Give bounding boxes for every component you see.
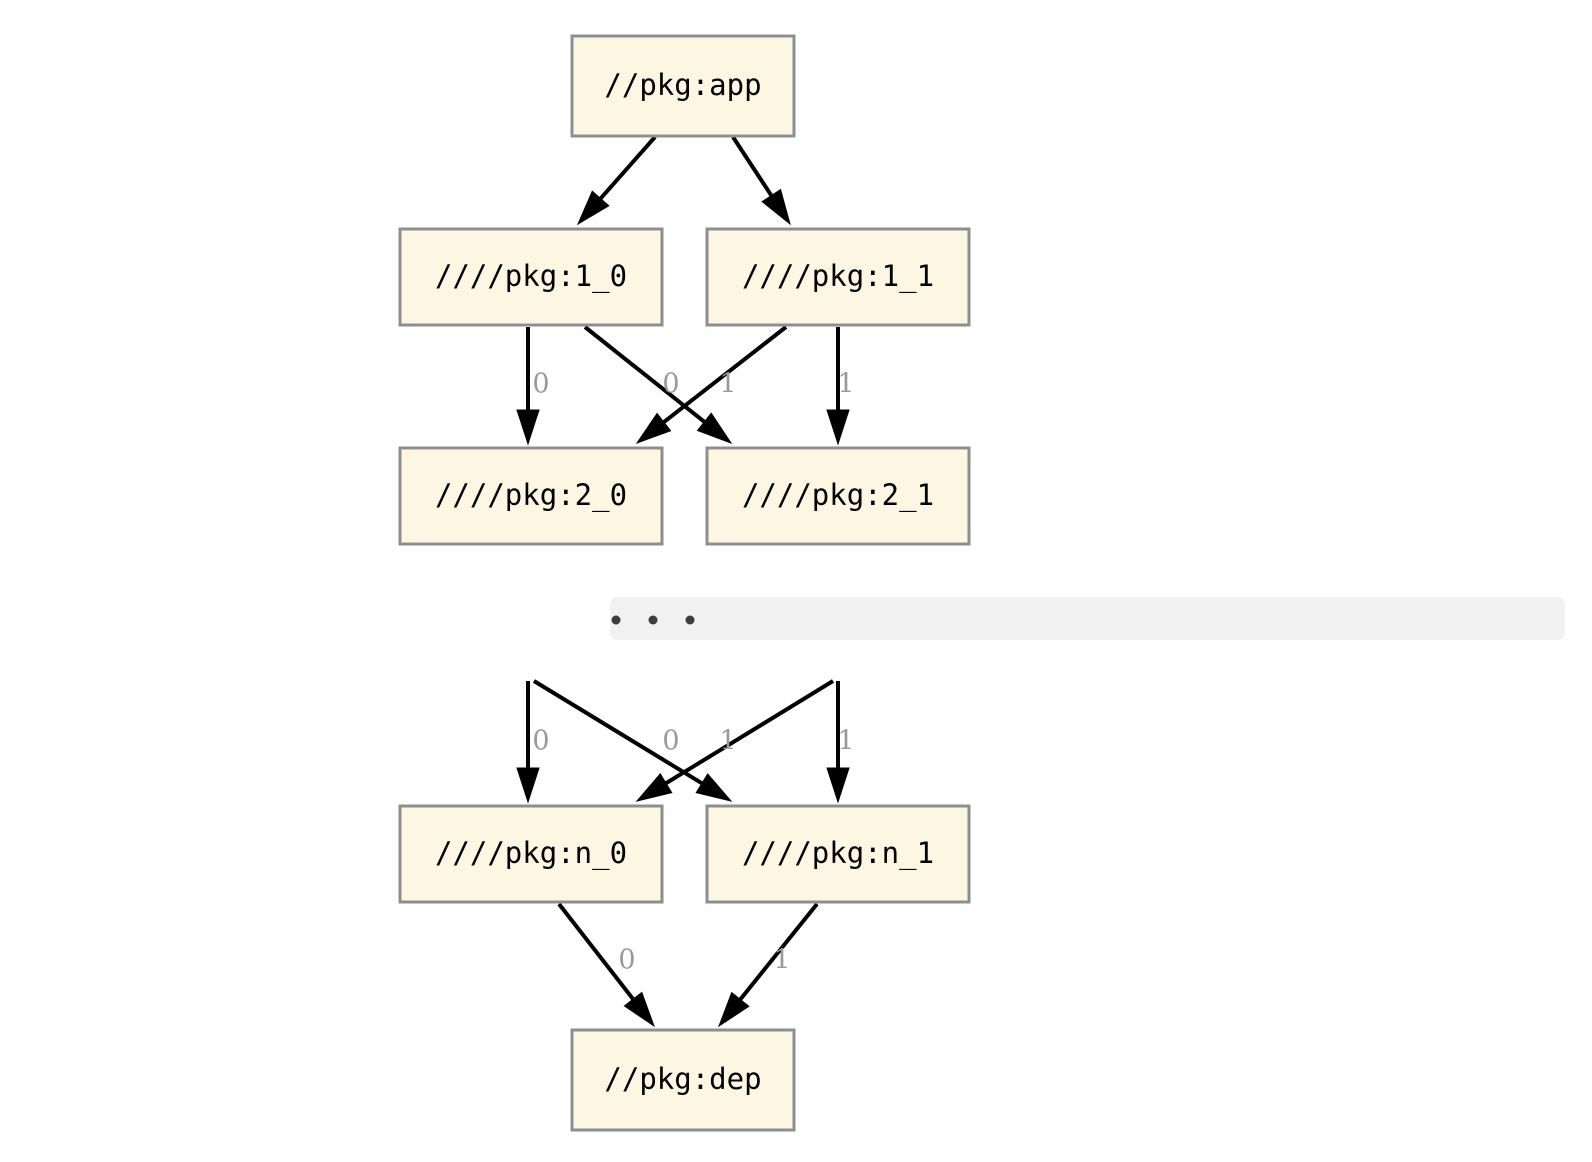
edge-line xyxy=(734,902,819,1006)
edge-label-dots-to-n_1: 0 xyxy=(662,726,679,757)
node-box-ln_1[interactable] xyxy=(705,804,971,904)
edges-layer xyxy=(516,135,850,1028)
edge-label-n_0-to-dep: 0 xyxy=(618,945,635,976)
edge-line xyxy=(557,902,639,1006)
edge-dots2-to-n_1[interactable] xyxy=(826,681,850,804)
edge-label-n_1-to-dep: 1 xyxy=(773,945,790,976)
edge-line xyxy=(731,135,777,202)
edge-dots2-to-n_0[interactable] xyxy=(635,679,835,802)
node-box-l2_1[interactable] xyxy=(705,446,971,546)
edge-line xyxy=(659,679,835,789)
arrowhead-icon xyxy=(635,412,672,444)
node-label-l1_1: ////pkg:1_1 xyxy=(742,259,934,294)
edge-1_1-to-2_1[interactable] xyxy=(826,327,850,446)
arrowhead-icon xyxy=(695,773,733,802)
arrowhead-icon xyxy=(623,991,655,1028)
ellipsis-dot-0 xyxy=(611,615,621,625)
edge-app-to-1_1[interactable] xyxy=(731,135,791,226)
ellipsis-separator xyxy=(610,597,1565,640)
edge-label-dots2-to-n_0: 1 xyxy=(719,726,736,757)
node-label-dep: //pkg:dep xyxy=(604,1062,761,1096)
arrowhead-icon xyxy=(576,190,610,226)
edge-n_1-to-dep[interactable] xyxy=(717,902,819,1028)
node-label-ln_1: ////pkg:n_1 xyxy=(742,836,934,871)
node-dep[interactable]: //pkg:dep xyxy=(570,1028,796,1132)
node-box-l2_0[interactable] xyxy=(398,446,664,546)
edge-line xyxy=(532,679,709,789)
node-box-dep[interactable] xyxy=(570,1028,796,1132)
node-label-app: //pkg:app xyxy=(604,68,761,102)
edge-labels-layer: 0 0 1 1 0 0 1 1 0 1 xyxy=(532,369,854,976)
ellipsis-dot-2 xyxy=(685,615,695,625)
arrowhead-icon xyxy=(516,767,540,804)
edge-1_0-to-2_1[interactable] xyxy=(583,325,733,445)
arrowhead-icon xyxy=(826,767,850,804)
node-box-app[interactable] xyxy=(570,34,796,138)
arrowhead-icon xyxy=(696,412,733,445)
ellipsis-dot-1 xyxy=(648,615,658,625)
node-label-ln_0: ////pkg:n_0 xyxy=(435,836,627,871)
node-box-l1_0[interactable] xyxy=(398,227,664,327)
arrowhead-icon xyxy=(717,991,750,1028)
edge-label-1_1-to-2_1: 1 xyxy=(837,369,854,400)
edge-label-dots2-to-n_1: 1 xyxy=(837,726,854,757)
node-ln_1[interactable]: ////pkg:n_1 xyxy=(705,804,971,904)
ellipsis-band xyxy=(610,597,1565,640)
arrowhead-icon xyxy=(826,409,850,446)
node-l1_1[interactable]: ////pkg:1_1 xyxy=(705,227,971,327)
edge-n_0-to-dep[interactable] xyxy=(557,902,655,1028)
edge-app-to-1_0[interactable] xyxy=(576,135,657,226)
node-l2_0[interactable]: ////pkg:2_0 xyxy=(398,446,664,546)
edge-line xyxy=(595,135,657,205)
node-ln_0[interactable]: ////pkg:n_0 xyxy=(398,804,664,904)
edge-label-1_1-to-2_0: 1 xyxy=(719,369,736,400)
edge-dots-to-n_0[interactable] xyxy=(516,681,540,804)
node-l2_1[interactable]: ////pkg:2_1 xyxy=(705,446,971,546)
node-l1_0[interactable]: ////pkg:1_0 xyxy=(398,227,664,327)
node-label-l1_0: ////pkg:1_0 xyxy=(435,259,627,294)
edge-line xyxy=(657,325,788,428)
edge-label-dots-to-n_0: 0 xyxy=(532,726,549,757)
edge-label-1_0-to-2_0: 0 xyxy=(532,369,549,400)
arrowhead-icon xyxy=(761,188,791,226)
node-box-ln_0[interactable] xyxy=(398,804,664,904)
node-label-l2_0: ////pkg:2_0 xyxy=(435,478,627,513)
node-label-l2_1: ////pkg:2_1 xyxy=(742,478,934,513)
arrowhead-icon xyxy=(635,773,673,802)
edge-label-1_0-to-2_1: 0 xyxy=(662,369,679,400)
arrowhead-icon xyxy=(516,409,540,446)
node-box-l1_1[interactable] xyxy=(705,227,971,327)
edge-1_0-to-2_0[interactable] xyxy=(516,327,540,446)
nodes-layer: //pkg:app ////pkg:1_0 ////pkg:1_1 ////pkg:2… xyxy=(398,34,971,1132)
edge-line xyxy=(583,325,711,428)
node-app[interactable]: //pkg:app xyxy=(570,34,796,138)
edge-dots-to-n_1[interactable] xyxy=(532,679,733,802)
edge-1_1-to-2_0[interactable] xyxy=(635,325,788,444)
